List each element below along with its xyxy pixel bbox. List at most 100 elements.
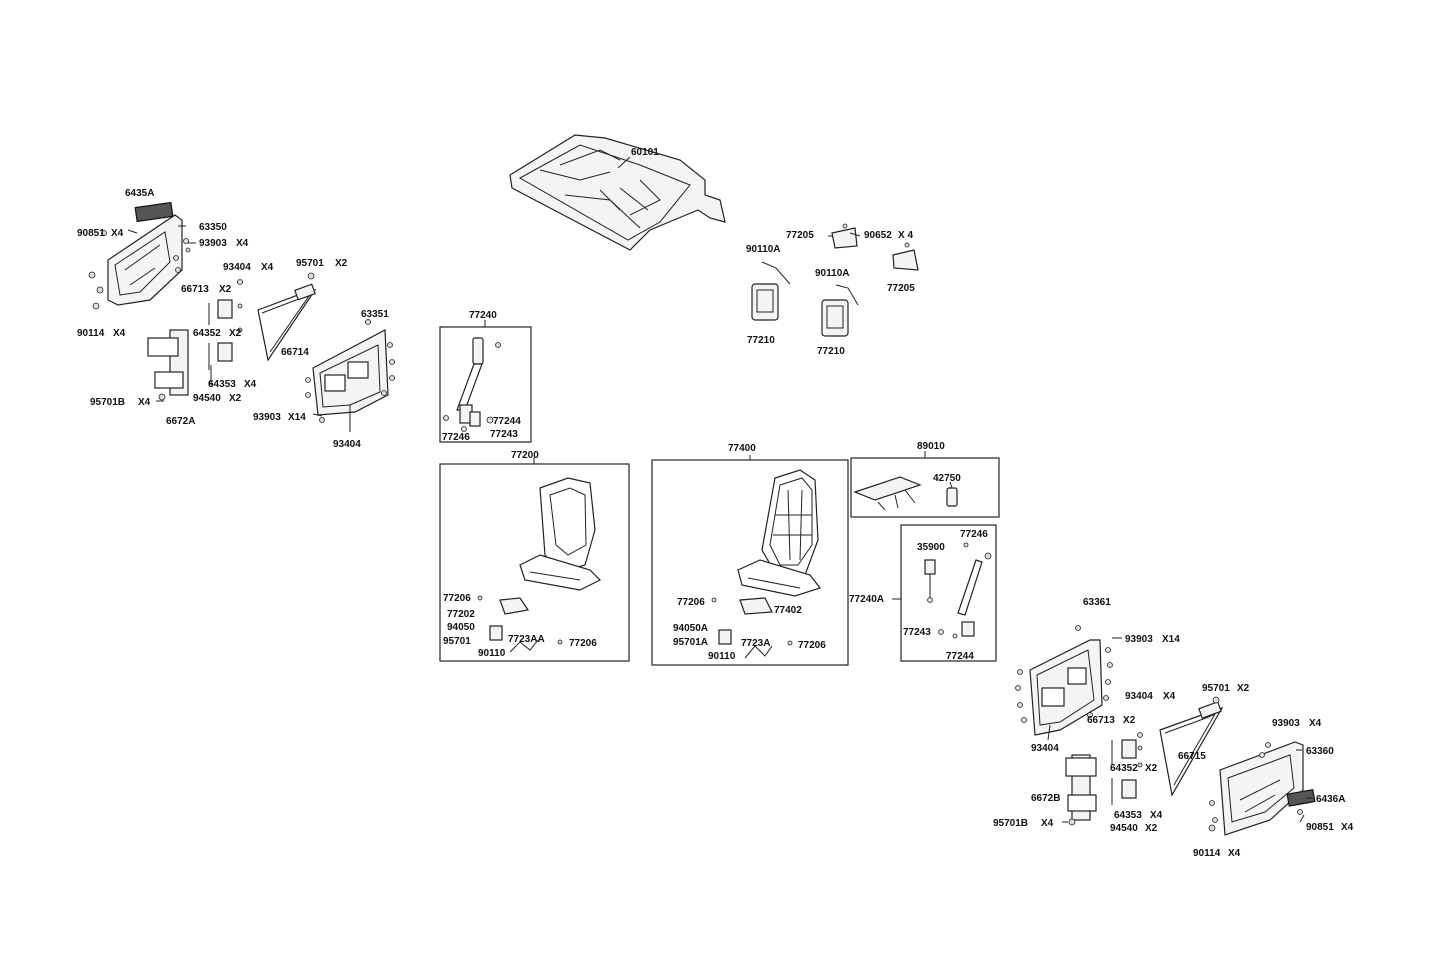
left-door-assembly xyxy=(88,201,395,432)
label-77206-a: 77206 xyxy=(443,593,471,604)
label-77246-a: 77246 xyxy=(442,432,470,443)
label-77206-d: 77206 xyxy=(798,640,826,651)
label-90110A-a: 90110A xyxy=(746,244,780,255)
label-6672B: 6672B xyxy=(1031,793,1060,804)
label-90114-right: 90114 xyxy=(1193,848,1221,859)
qty-93903-left: X4 xyxy=(236,238,249,249)
label-94050A: 94050A xyxy=(673,623,708,634)
qty-64353-left: X4 xyxy=(244,379,257,390)
label-89010: 89010 xyxy=(917,441,945,452)
label-77244-a: 77244 xyxy=(493,416,521,427)
label-95701-right: 95701 xyxy=(1202,683,1230,694)
qty-95701-left: X2 xyxy=(335,258,348,269)
label-77202: 77202 xyxy=(447,609,475,620)
door-panel-63350-shape xyxy=(107,214,183,306)
qty-95701B-right: X4 xyxy=(1041,818,1054,829)
label-60101: 60101 xyxy=(631,147,659,158)
label-95701B-right: 95701B xyxy=(993,818,1028,829)
qty-95701B-left: X4 xyxy=(138,397,151,408)
label-90110A-b: 90110A xyxy=(815,268,849,279)
label-93404-x4-left: 93404 xyxy=(223,262,251,273)
label-77240A: 77240A xyxy=(849,594,884,605)
qty-93404-x4-left: X4 xyxy=(261,262,274,273)
qty-64352-right: X2 xyxy=(1145,763,1158,774)
label-63351: 63351 xyxy=(361,309,389,320)
label-93903-x14-right: 93903 xyxy=(1125,634,1153,645)
label-90110-b: 90110 xyxy=(708,651,736,662)
qty-93903-x4-right: X4 xyxy=(1309,718,1322,729)
seat-77200 xyxy=(477,457,602,653)
label-66713-left: 66713 xyxy=(181,284,209,295)
label-64353-left: 64353 xyxy=(208,379,236,390)
qty-90851-right: X4 xyxy=(1341,822,1354,833)
qty-90114-right: X4 xyxy=(1228,848,1241,859)
qty-94540-right: X2 xyxy=(1145,823,1158,834)
label-7723AA: 7723AA xyxy=(508,634,545,645)
label-94540-right: 94540 xyxy=(1110,823,1138,834)
label-63360: 63360 xyxy=(1306,746,1334,757)
box-77400 xyxy=(651,459,849,666)
box-77240A xyxy=(900,524,997,662)
hinge-77210-a-shape xyxy=(751,283,779,321)
qty-64353-right: X4 xyxy=(1150,810,1163,821)
seatbelt-77240 xyxy=(443,320,501,432)
label-95701-left: 95701 xyxy=(296,258,324,269)
label-42750: 42750 xyxy=(933,473,961,484)
seatbelt-77240A xyxy=(892,542,992,639)
label-93903-x14-left: 93903 xyxy=(253,412,281,423)
seat-hardware-top xyxy=(751,223,919,337)
label-90851-left: 90851 xyxy=(77,228,105,239)
door-panel-63360-shape xyxy=(1219,741,1304,836)
label-90652: 90652 xyxy=(864,230,892,241)
label-66715: 66715 xyxy=(1178,751,1206,762)
label-63361: 63361 xyxy=(1083,597,1111,608)
label-77246-b: 77246 xyxy=(960,529,988,540)
label-66714: 66714 xyxy=(281,347,309,358)
door-panel-63361-shape xyxy=(1029,639,1103,736)
qty-90652: X 4 xyxy=(898,230,913,241)
qty-93903-x14-right: X14 xyxy=(1162,634,1180,645)
label-93404-left: 93404 xyxy=(333,439,361,450)
label-77206-c: 77206 xyxy=(677,597,705,608)
label-63350: 63350 xyxy=(199,222,227,233)
kit-89010 xyxy=(853,451,958,511)
qty-90114-left: X4 xyxy=(113,328,126,339)
label-77400: 77400 xyxy=(728,443,756,454)
qty-95701-right: X2 xyxy=(1237,683,1250,694)
label-93903-left: 93903 xyxy=(199,238,227,249)
label-94540-left: 94540 xyxy=(193,393,221,404)
label-77402: 77402 xyxy=(774,605,802,616)
label-95701A: 95701A xyxy=(673,637,708,648)
hinge-77210-b-shape xyxy=(821,299,849,337)
label-7723A: 7723A xyxy=(741,638,770,649)
qty-66713-right: X2 xyxy=(1123,715,1136,726)
qty-93903-x14-left: X14 xyxy=(288,412,306,423)
handle-6435A-shape xyxy=(134,201,174,223)
label-6436A: 6436A xyxy=(1316,794,1345,805)
roof-60101 xyxy=(509,134,726,251)
label-77205-a: 77205 xyxy=(786,230,814,241)
label-93404-x4-right: 93404 xyxy=(1125,691,1153,702)
label-6435A: 6435A xyxy=(125,188,154,199)
label-64352-left: 64352 xyxy=(193,328,221,339)
label-77243-b: 77243 xyxy=(903,627,931,638)
label-95701-seat: 95701 xyxy=(443,636,471,647)
label-77240: 77240 xyxy=(469,310,497,321)
part-labels: 6435A 90851 X4 63350 93903 X4 93404 X4 9… xyxy=(77,147,1354,859)
qty-94540-left: X2 xyxy=(229,393,242,404)
label-35900: 35900 xyxy=(917,542,945,553)
label-77210-a: 77210 xyxy=(747,335,775,346)
label-64352-right: 64352 xyxy=(1110,763,1138,774)
frame-66715-shape xyxy=(1159,706,1224,797)
right-door-assembly xyxy=(1015,625,1316,836)
label-77243-a: 77243 xyxy=(490,429,518,440)
label-77206-b: 77206 xyxy=(569,638,597,649)
label-93404-right: 93404 xyxy=(1031,743,1059,754)
label-66713-right: 66713 xyxy=(1087,715,1115,726)
label-77200: 77200 xyxy=(511,450,539,461)
label-90851-right: 90851 xyxy=(1306,822,1334,833)
label-77244-b: 77244 xyxy=(946,651,974,662)
label-77205-b: 77205 xyxy=(887,283,915,294)
qty-64352-left: X2 xyxy=(229,328,242,339)
